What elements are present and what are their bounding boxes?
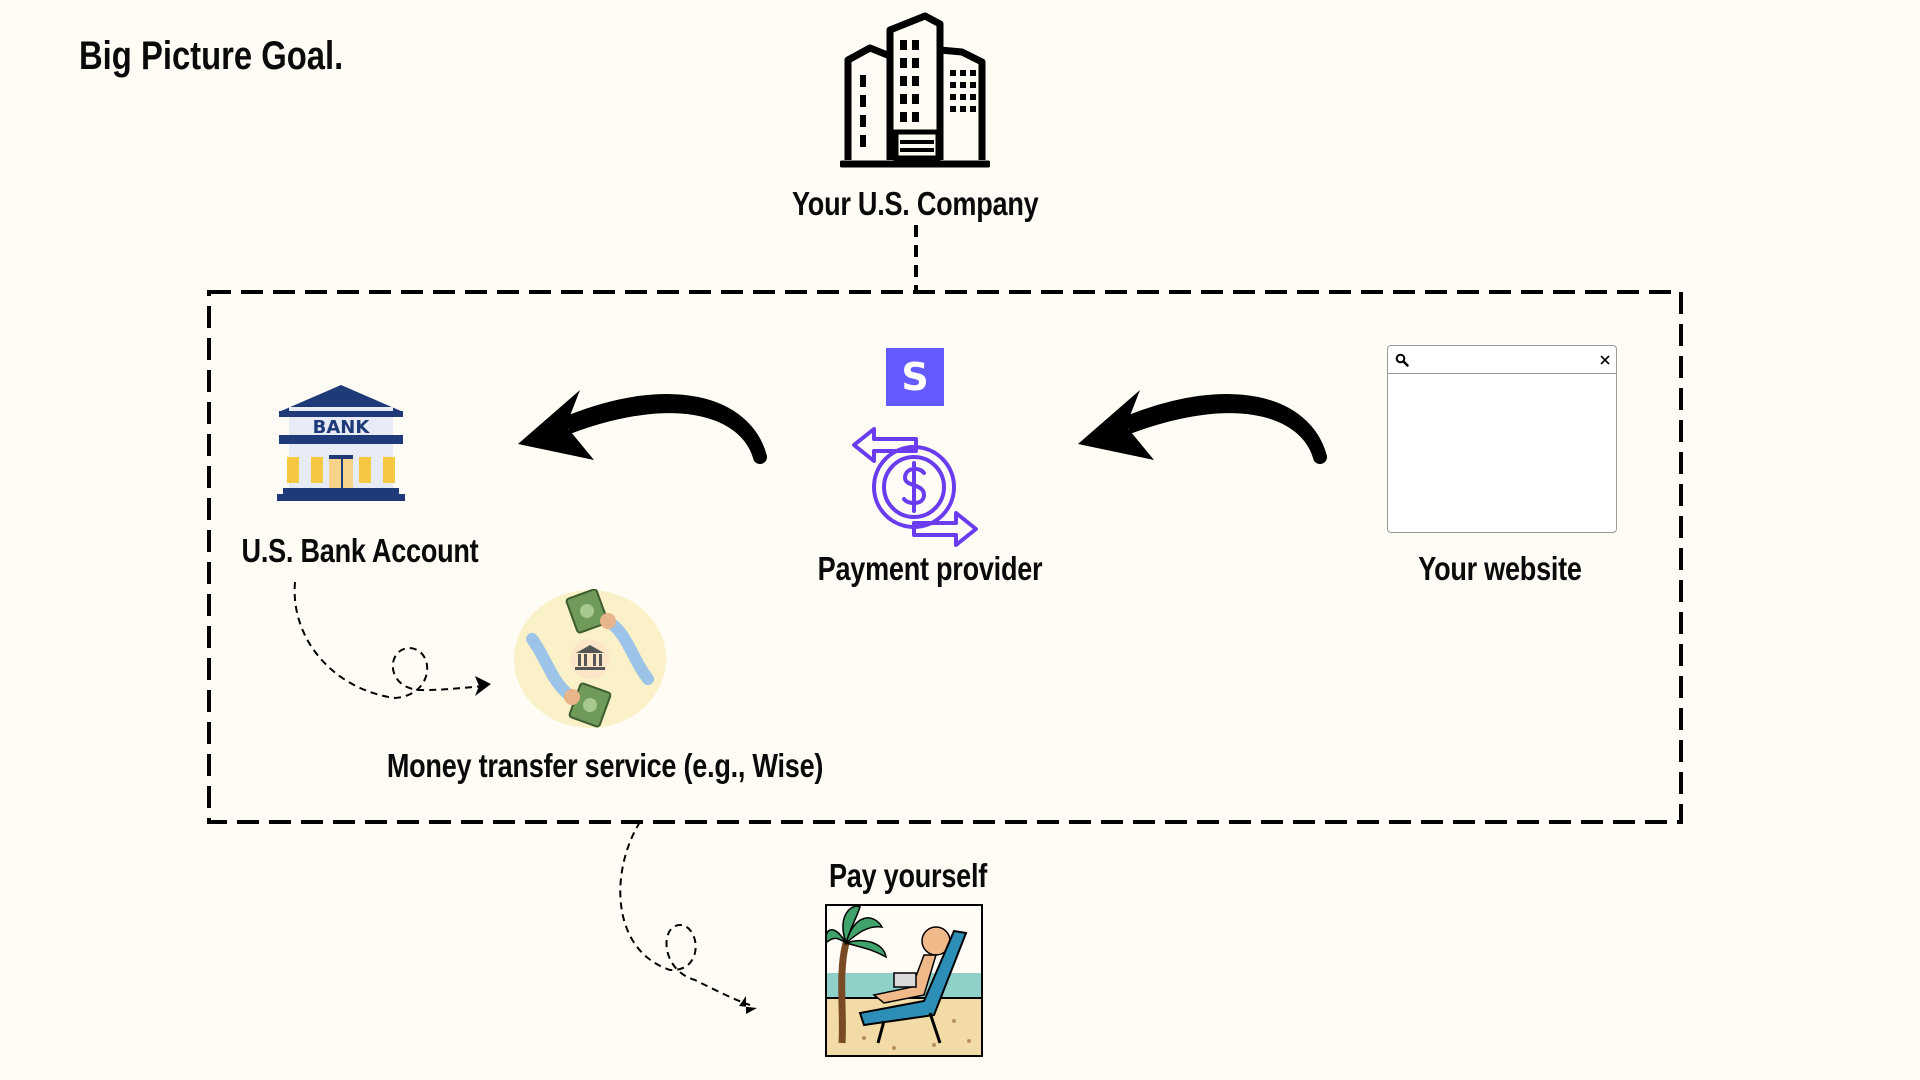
bank-icon: BANK xyxy=(277,385,405,501)
payment-provider-label: Payment provider xyxy=(817,550,1043,587)
company-boundary-box xyxy=(207,290,1683,824)
close-icon xyxy=(1600,355,1610,365)
brush-arrow-left-1 xyxy=(518,390,767,464)
money-transfer-icon xyxy=(514,589,666,728)
dashed-curly-arrow-2 xyxy=(619,821,757,1014)
company-connector xyxy=(914,225,918,293)
bank-sign-text: BANK xyxy=(313,417,371,438)
company-label: Your U.S. Company xyxy=(792,185,1039,222)
money-exchange-icon xyxy=(852,427,978,547)
browser-window-icon xyxy=(1387,345,1617,533)
beach-relax-icon xyxy=(825,904,983,1057)
transfer-service-label: Money transfer service (e.g., Wise) xyxy=(386,747,824,784)
stripe-icon: S xyxy=(886,348,944,406)
brush-arrow-left-2 xyxy=(1078,390,1327,464)
search-icon xyxy=(1395,353,1409,367)
pay-yourself-label: Pay yourself xyxy=(828,857,987,894)
stripe-logo-letter: S xyxy=(901,355,929,399)
browser-toolbar xyxy=(1388,346,1616,374)
bank-label: U.S. Bank Account xyxy=(241,532,479,569)
dashed-curly-arrow-1 xyxy=(293,581,491,700)
website-label: Your website xyxy=(1418,550,1582,587)
office-building-icon xyxy=(840,12,990,168)
page-title: Big Picture Goal. xyxy=(79,34,344,78)
